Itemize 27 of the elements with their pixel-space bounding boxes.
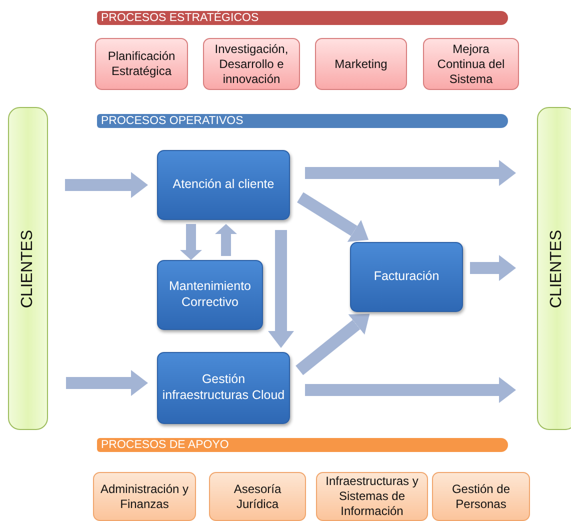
block-arrow [296, 314, 370, 376]
client-panel: CLIENTES [537, 107, 571, 430]
section-band: PROCESOS DE APOYO [97, 438, 508, 452]
block-arrow [470, 255, 516, 281]
process-box: Planificación Estratégica [95, 38, 188, 90]
block-arrow [305, 377, 516, 403]
process-box: Marketing [315, 38, 407, 90]
block-arrow [297, 192, 369, 242]
block-arrow [215, 224, 237, 256]
process-box: Mejora Continua del Sistema [423, 38, 519, 90]
section-band: PROCESOS OPERATIVOS [97, 114, 508, 128]
block-arrow [65, 172, 148, 198]
process-box: Investigación, Desarrollo e innovación [203, 38, 300, 90]
process-box: Administración y Finanzas [93, 472, 196, 521]
block-arrow [268, 230, 294, 348]
client-panel: CLIENTES [8, 107, 48, 430]
section-band: PROCESOS ESTRATÉGICOS [97, 11, 508, 25]
process-box: Atención al cliente [157, 150, 290, 220]
process-box: Infraestructuras y Sistemas de Información [316, 472, 428, 521]
process-box: Gestión de Personas [432, 472, 530, 521]
process-box: Mantenimiento Correctivo [157, 260, 263, 330]
process-box: Gestión infraestructuras Cloud [157, 352, 290, 424]
block-arrow [66, 370, 148, 396]
process-box: Asesoría Jurídica [209, 472, 306, 521]
block-arrow [305, 160, 516, 186]
block-arrow [180, 224, 202, 260]
process-box: Facturación [350, 242, 463, 312]
